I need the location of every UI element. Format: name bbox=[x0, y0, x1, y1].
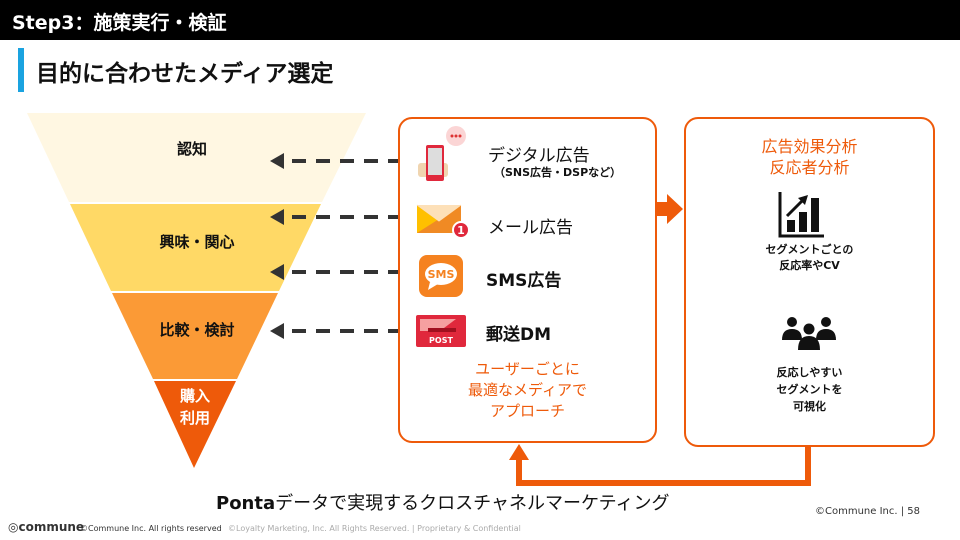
tagline: Pontaデータで実現するクロスチャネルマーケティング bbox=[216, 489, 670, 515]
arrow-head-icon bbox=[270, 264, 284, 280]
analysis-block-2-text: 反応しやすい セグメントを 可視化 bbox=[686, 364, 933, 415]
footer-copyright: ©Commune Inc. All rights reserved bbox=[80, 524, 222, 533]
funnel-label-interest: 興味・関心 bbox=[159, 233, 235, 251]
arrow-head-icon bbox=[270, 323, 284, 339]
funnel-stage-purchase bbox=[154, 381, 236, 468]
funnel-stage-awareness bbox=[27, 113, 366, 202]
logo-text: commune bbox=[18, 520, 85, 534]
flow-arrow-right bbox=[651, 194, 683, 224]
media-caption: ユーザーごとに 最適なメディアで アプローチ bbox=[400, 359, 655, 422]
mail-badge-count: 1 bbox=[457, 224, 465, 237]
funnel-stage-interest bbox=[70, 204, 321, 291]
text-line: 反応しやすい bbox=[776, 366, 843, 379]
header-bar: Step3：施策実行・検証 bbox=[0, 0, 960, 40]
smartphone-hand-icon bbox=[418, 126, 466, 181]
analysis-title-line: 広告効果分析 bbox=[761, 137, 858, 156]
media-sms-ad: SMS広告 bbox=[486, 271, 562, 291]
arrow-head-icon bbox=[270, 153, 284, 169]
title-accent-bar bbox=[18, 48, 24, 92]
postbox-text: POST bbox=[429, 336, 453, 345]
text-line: セグメントごとの bbox=[765, 243, 854, 256]
caption-line: アプローチ bbox=[489, 402, 565, 420]
text-line: 反応率やCV bbox=[779, 259, 840, 272]
tagline-brand: Ponta bbox=[216, 493, 276, 514]
use-line: 利用 bbox=[179, 409, 210, 427]
analysis-title: 広告効果分析 反応者分析 bbox=[686, 136, 933, 178]
media-digital-ad: デジタル広告 bbox=[488, 146, 590, 166]
funnel-label-consideration: 比較・検討 bbox=[159, 321, 235, 339]
analysis-title-line: 反応者分析 bbox=[769, 158, 850, 177]
tagline-text: データで実現するクロスチャネルマーケティング bbox=[275, 493, 670, 514]
footer-notice: ©Loyalty Marketing, Inc. All Rights Rese… bbox=[228, 524, 521, 533]
funnel-label-purchase: 購入利用 bbox=[125, 385, 265, 429]
postbox-icon: POST bbox=[416, 315, 466, 347]
analysis-box bbox=[684, 117, 935, 447]
media-digital-ad-sub: （SNS広告・DSPなど） bbox=[494, 166, 622, 179]
header-title: Step3：施策実行・検証 bbox=[12, 12, 227, 34]
feedback-arrow-head bbox=[509, 444, 529, 460]
analysis-block-1-text: セグメントごとの 反応率やCV bbox=[686, 242, 933, 274]
funnel-stage-consideration bbox=[112, 293, 278, 379]
purchase-line: 購入 bbox=[179, 387, 210, 405]
text-line: セグメントを bbox=[776, 383, 843, 396]
dashed-arrows bbox=[292, 159, 400, 333]
media-mail-ad: メール広告 bbox=[488, 218, 573, 238]
feedback-connector bbox=[516, 446, 811, 486]
media-dm: 郵送DM bbox=[486, 325, 552, 345]
text-line: 可視化 bbox=[793, 400, 826, 413]
commune-logo: ◎commune bbox=[8, 520, 85, 534]
caption-line: ユーザーごとに bbox=[475, 360, 580, 378]
caption-line: 最適なメディアで bbox=[468, 381, 587, 399]
funnel-label-awareness: 認知 bbox=[176, 140, 207, 158]
mail-icon: 1 bbox=[416, 204, 468, 239]
bar-chart-icon bbox=[778, 192, 824, 238]
arrow-head-icon bbox=[270, 209, 284, 225]
page-title: 目的に合わせたメディア選定 bbox=[36, 61, 334, 87]
users-icon bbox=[782, 317, 836, 350]
sms-icon-text: SMS bbox=[428, 268, 455, 281]
page-reference: ©Commune Inc. | 58 bbox=[815, 506, 921, 517]
sms-icon: SMS bbox=[419, 255, 463, 297]
